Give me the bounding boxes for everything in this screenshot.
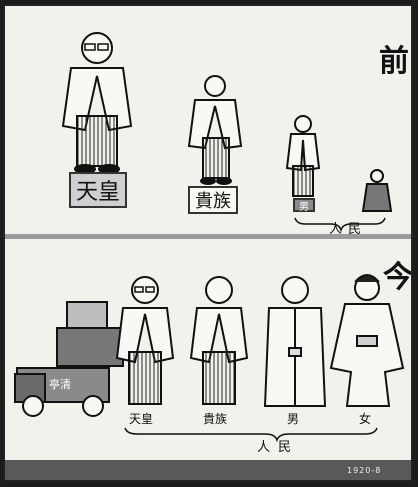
bottom-people-label: 人民	[257, 440, 300, 455]
cartoon-artwork	[14, 32, 405, 443]
panel-divider	[5, 234, 411, 239]
bottom-nobility-label: 貴族	[203, 412, 228, 426]
credit-text: 1920-8	[347, 466, 382, 475]
top-emperor-plate: 天皇	[69, 172, 127, 208]
top-people-label: 人民	[329, 222, 368, 237]
top-side-label: 前	[379, 44, 409, 79]
bottom-people-bracket	[124, 427, 378, 443]
bottom-emperor-label: 天皇	[129, 412, 154, 426]
bottom-woman-figure	[329, 274, 405, 407]
top-man-plate: 男	[293, 198, 315, 213]
top-man-label: 男	[299, 201, 309, 213]
top-woman-figure	[361, 169, 393, 212]
bottom-woman-label: 女	[359, 412, 372, 426]
top-emperor-figure	[61, 32, 133, 174]
top-nobility-plate: 貴族	[188, 186, 238, 214]
bottom-man-figure	[263, 276, 327, 407]
bottom-nobility-figure	[189, 276, 249, 405]
bottom-man-label: 男	[287, 412, 300, 426]
top-nobility-figure	[187, 75, 243, 185]
bottom-side-label: 今	[383, 260, 413, 295]
top-nobility-label: 貴族	[195, 191, 231, 212]
bottom-emperor-figure	[115, 276, 175, 405]
top-man-figure	[285, 115, 321, 197]
bottom-truck	[14, 301, 124, 417]
top-emperor-label: 天皇	[75, 180, 120, 205]
truck-text: 亭清	[49, 378, 71, 391]
top-people-bracket	[294, 217, 386, 233]
illustration-frame: 前 天皇 貴族 男 人民 今 亭清 天皇 貴族 男 女 人民 1920-8	[3, 4, 413, 482]
bottom-band	[5, 460, 411, 480]
